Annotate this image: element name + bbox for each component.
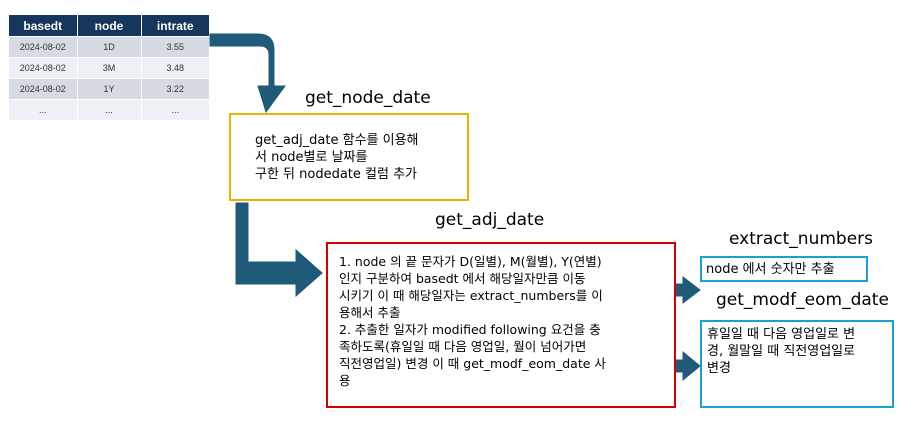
cell-intrate: ... [141,99,209,120]
table-row: ... ... ... [9,99,209,120]
arrow-node-date-to-adj-date [235,202,323,298]
adj-date-line: 족하도록(휴일일 때 다음 영업일, 월이 넘어가면 [339,339,587,354]
cell-node: 3M [77,57,142,79]
label-extract-numbers: extract_numbers [729,229,874,249]
cell-basedt: 2024-08-02 [9,57,78,79]
modf-eom-line: 경, 월말일 때 직전영업일로 [707,344,856,359]
table-row: 2024-08-02 1Y 3.22 [9,78,209,100]
header-intrate: intrate [141,15,209,37]
node-date-line: 구한 뒤 nodedate 컬럼 추가 [255,167,418,182]
extract-numbers-text: node 에서 숫자만 추출 [706,262,835,277]
adj-date-line: 용 [339,373,351,388]
modf-eom-box: 휴일일 때 다음 영업일로 변 경, 월말일 때 직전영업일로 변경 [700,320,894,408]
cell-basedt: 2024-08-02 [9,78,78,100]
adj-date-line: 용해서 추출 [339,305,401,320]
arrow-table-to-node-date [209,33,286,114]
header-node: node [77,15,142,37]
extract-numbers-box: node 에서 숫자만 추출 [700,256,868,282]
node-date-box: get_adj_date 함수를 이용해 서 node별로 날짜를 구한 뒤 n… [229,113,469,201]
cell-node: 1D [77,36,142,58]
modf-eom-line: 휴일일 때 다음 영업일로 변 [707,327,856,342]
adj-date-line: 2. 추출한 일자가 modified following 요건을 충 [339,322,601,337]
adj-date-line: 시키기 이 때 해당일자는 extract_numbers를 이 [339,288,603,303]
cell-intrate: 3.55 [141,36,209,58]
sample-data-table: basedt node intrate 2024-08-02 1D 3.55 2… [9,15,209,120]
table-row: 2024-08-02 3M 3.48 [9,57,209,79]
cell-node: 1Y [77,78,142,100]
label-get-node-date: get_node_date [305,88,431,108]
cell-node: ... [77,99,142,120]
modf-eom-line: 변경 [707,361,731,376]
label-get-adj-date: get_adj_date [435,210,545,230]
cell-basedt: 2024-08-02 [9,36,78,58]
adj-date-line: 1. node 의 끝 문자가 D(일별), M(월별), Y(연별) [339,254,602,269]
node-date-line: get_adj_date 함수를 이용해 [255,133,419,148]
adj-date-line: 인지 구분하여 basedt 에서 해당일자만큼 이동 [339,271,586,286]
adj-date-box: 1. node 의 끝 문자가 D(일별), M(월별), Y(연별) 인지 구… [326,242,676,408]
table-header-row: basedt node intrate [9,15,209,37]
label-get-modf-eom-date: get_modf_eom_date [716,290,889,310]
table-row: 2024-08-02 1D 3.55 [9,36,209,58]
cell-basedt: ... [9,99,78,120]
node-date-line: 서 node별로 날짜를 [255,150,368,165]
header-basedt: basedt [9,15,78,37]
adj-date-line: 직전영업일) 변경 이 때 get_modf_eom_date 사 [339,356,606,371]
cell-intrate: 3.48 [141,57,209,79]
cell-intrate: 3.22 [141,78,209,100]
